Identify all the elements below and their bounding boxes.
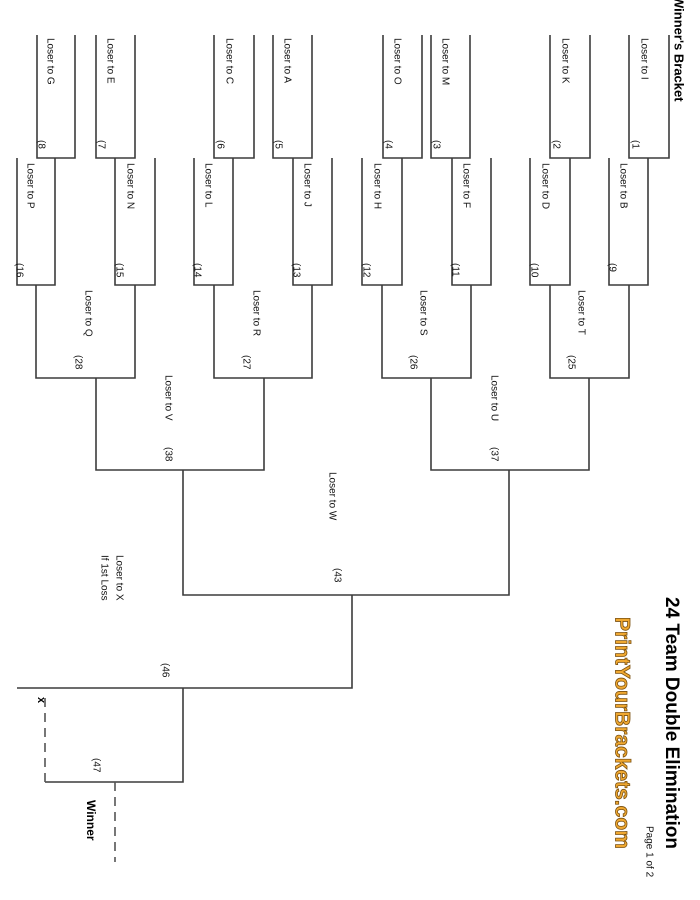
- game-37-loser-label: Loser to U: [489, 375, 500, 421]
- game-25-loser-label: Loser to T: [576, 290, 587, 335]
- game-8-loser-label: Loser to G: [45, 38, 56, 85]
- game-12-number: (12: [361, 263, 372, 278]
- game-7-number: (7: [96, 140, 107, 149]
- game-37-number: (37: [489, 447, 500, 462]
- game-38-number: (38: [163, 447, 174, 462]
- game-26-bracket: [381, 285, 472, 379]
- game-14-number: (14: [192, 263, 203, 278]
- game-43-number: (43: [332, 568, 343, 583]
- game-16-number: (16: [14, 263, 25, 278]
- game-38-loser-label: Loser to V: [163, 375, 174, 421]
- game-9-number: (9: [607, 263, 618, 272]
- game-46-number: (46: [160, 663, 171, 678]
- game-11-number: (11: [450, 263, 461, 277]
- game-28-number: (28: [73, 355, 84, 370]
- game-3-bracket: [430, 35, 471, 159]
- game-28-bracket: [35, 285, 136, 379]
- game-10-loser-label: Loser to D: [540, 163, 551, 209]
- game-3-loser-label: Loser to M: [440, 38, 451, 85]
- game-x-marker: x: [35, 697, 47, 704]
- game-28-loser-label: Loser to Q: [83, 290, 94, 337]
- game-38-bracket: [95, 378, 265, 471]
- game-16-loser-label: Loser to P: [25, 163, 36, 209]
- if-first-loss-label: If 1st Loss: [99, 555, 110, 601]
- game-25-number: (25: [566, 355, 577, 370]
- game-15-number: (15: [114, 263, 125, 278]
- game-26-loser-label: Loser to S: [418, 290, 429, 336]
- game-12-loser-label: Loser to H: [372, 163, 383, 209]
- game-27-bracket: [213, 285, 313, 379]
- game-8-bracket: [36, 35, 76, 159]
- game-7-loser-label: Loser to E: [105, 38, 116, 84]
- game-6-bracket: [213, 35, 255, 159]
- game-4-loser-label: Loser to O: [392, 38, 403, 85]
- game-6-number: (6: [215, 140, 226, 149]
- game-5-number: (5: [273, 140, 284, 149]
- game-6-loser-label: Loser to C: [224, 38, 235, 84]
- game-27-number: (27: [241, 355, 252, 370]
- game-46-line: [17, 595, 353, 689]
- game-2-number: (2: [551, 140, 562, 149]
- game-47-number: (47: [91, 758, 102, 773]
- game-4-number: (4: [383, 140, 394, 149]
- game-5-loser-label: Loser to A: [282, 38, 293, 83]
- game-10-number: (10: [529, 263, 540, 278]
- game-9-loser-label: Loser to B: [618, 163, 629, 209]
- game-8-number: (8: [36, 140, 47, 149]
- page-number: Page 1 of 2: [644, 826, 655, 878]
- game-1-loser-label: Loser to I: [639, 38, 650, 80]
- page-title: 24 Team Double Elimination: [661, 597, 682, 849]
- game-47-line: [45, 688, 184, 783]
- brand-logo: PrintYourBrackets.com: [611, 617, 634, 849]
- game-13-number: (13: [291, 263, 302, 278]
- game-13-loser-label: Loser to J: [302, 163, 313, 207]
- loser-to-x-label: Loser to X: [114, 555, 125, 601]
- game-25-bracket: [549, 285, 630, 379]
- section-title: Winner's Bracket: [671, 0, 686, 102]
- game-43-bracket: [182, 470, 510, 596]
- game-15-loser-label: Loser to N: [125, 163, 136, 209]
- game-37-bracket: [430, 378, 590, 471]
- game-3-number: (3: [431, 140, 442, 149]
- game-2-loser-label: Loser to K: [560, 38, 571, 84]
- game-1-bracket: [628, 35, 670, 159]
- game-1-number: (1: [630, 140, 641, 149]
- winner-label: Winner: [84, 800, 98, 841]
- game-27-loser-label: Loser to R: [251, 290, 262, 336]
- game-14-loser-label: Loser to L: [203, 163, 214, 208]
- game-11-loser-label: Loser to F: [461, 163, 472, 208]
- game-26-number: (26: [408, 355, 419, 370]
- game-43-loser-label: Loser to W: [327, 472, 338, 521]
